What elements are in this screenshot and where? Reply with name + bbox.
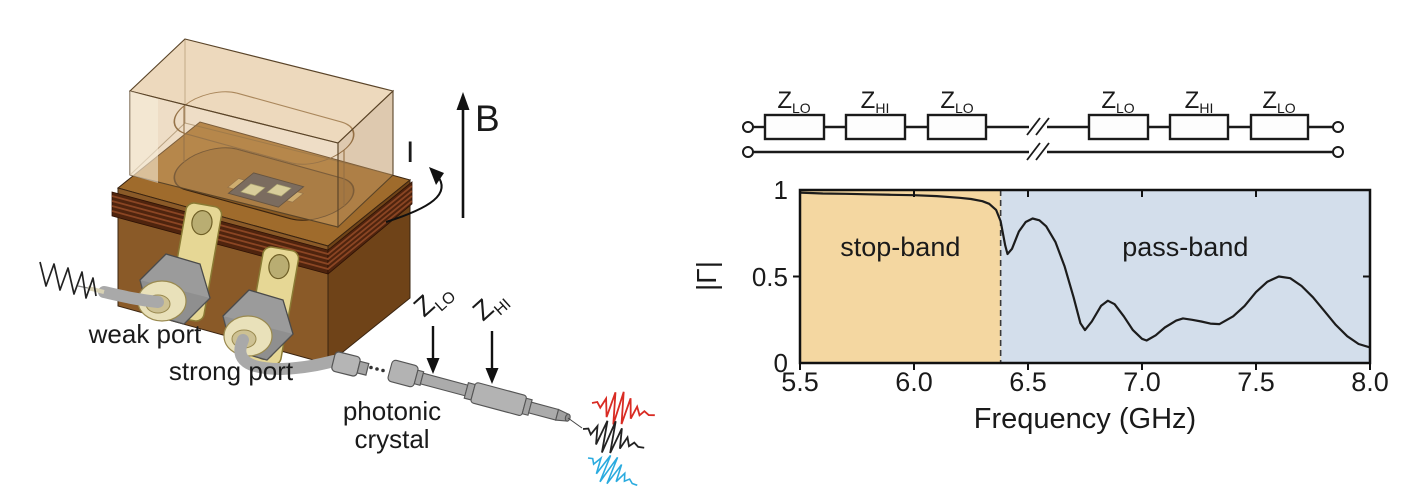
stop-band-region (800, 190, 1001, 363)
box-right-face (327, 178, 411, 366)
svg-text:8.0: 8.0 (1351, 367, 1389, 397)
photonic-crystal-label-line2: crystal (354, 424, 429, 454)
pass-band-label: pass-band (1122, 232, 1248, 262)
impedance-box (1087, 113, 1150, 141)
impedance-labels: ZLO ZHI ZLO ZLO ZHI ZLO (777, 87, 1295, 116)
wave-packet-cyan (579, 444, 646, 487)
impedance-boxes (763, 113, 1310, 141)
y-axis-label: |Γ| (691, 261, 722, 291)
svg-text:ZHI: ZHI (1185, 87, 1214, 116)
svg-text:7.5: 7.5 (1237, 367, 1275, 397)
reflection-chart: stop-band pass-band 0 0.5 1 5.5 6.0 6.5 … (691, 175, 1389, 435)
svg-text:ZHI: ZHI (861, 87, 890, 116)
svg-text:7.0: 7.0 (1123, 367, 1161, 397)
terminal-bottom-left (742, 146, 754, 158)
lid-right-face (337, 89, 394, 229)
circuit-wires (753, 125, 1333, 154)
z-lo-arrow (426, 326, 440, 374)
weak-port-connector (77, 202, 223, 325)
cable-end-barrel (331, 351, 370, 377)
x-tick-labels: 5.5 6.0 6.5 7.0 7.5 8.0 (781, 367, 1389, 397)
terminals (742, 121, 1344, 158)
z-hi-label: ZHI (467, 282, 515, 330)
device-illustration: ZLO ZHI B I weak port s (39, 38, 659, 487)
lid-highlight (130, 91, 158, 183)
y-tick-labels: 0 0.5 1 (752, 175, 788, 378)
svg-text:ZLO: ZLO (1262, 87, 1295, 116)
svg-text:0: 0 (774, 348, 788, 378)
strong-port-connector (222, 246, 370, 377)
terminal-top-left (742, 121, 754, 133)
break-symbol (1026, 117, 1050, 161)
current-label: I (406, 136, 414, 169)
svg-text:ZLO: ZLO (940, 87, 973, 116)
impedance-box (763, 113, 826, 141)
b-field-label: B (475, 98, 500, 139)
svg-text:0.5: 0.5 (752, 262, 788, 292)
terminal-bottom-right (1332, 146, 1344, 158)
photonic-crystal-rod (387, 359, 571, 422)
svg-text:6.0: 6.0 (895, 367, 933, 397)
output-line (567, 417, 583, 429)
weak-port-cable (98, 286, 164, 308)
b-field-arrow (456, 92, 470, 218)
sample-chip (227, 172, 305, 208)
svg-text:6.5: 6.5 (1009, 367, 1047, 397)
z-hi-arrow (485, 331, 499, 384)
impedance-box (1249, 113, 1310, 141)
axis-ticks (793, 190, 1371, 370)
impedance-box (844, 113, 907, 141)
ellipsis-dots (369, 365, 385, 373)
impedance-box (926, 113, 988, 141)
current-arrow (385, 167, 444, 223)
input-signal-squiggle (39, 261, 97, 299)
pass-band-region (1000, 190, 1370, 363)
terminal-top-right (1332, 121, 1344, 133)
stop-band-label: stop-band (840, 232, 960, 262)
weak-port-label: weak port (88, 319, 202, 349)
svg-text:ZLO: ZLO (777, 87, 810, 116)
gamma-curve (799, 191, 1371, 349)
impedance-box (1168, 113, 1230, 141)
z-lo-label: ZLO (408, 275, 460, 326)
lid (128, 38, 395, 229)
svg-text:5.5: 5.5 (781, 367, 819, 397)
photonic-crystal-label-line1: photonic (343, 396, 441, 426)
strong-port-cable (234, 334, 340, 376)
wave-packet-red (587, 385, 659, 433)
x-axis-label: Frequency (GHz) (974, 403, 1196, 435)
svg-text:ZLO: ZLO (1101, 87, 1134, 116)
circuit-schematic: ZLO ZHI ZLO ZLO ZHI ZLO (742, 87, 1344, 161)
strong-port-label: strong port (169, 356, 294, 386)
svg-text:1: 1 (774, 175, 788, 205)
